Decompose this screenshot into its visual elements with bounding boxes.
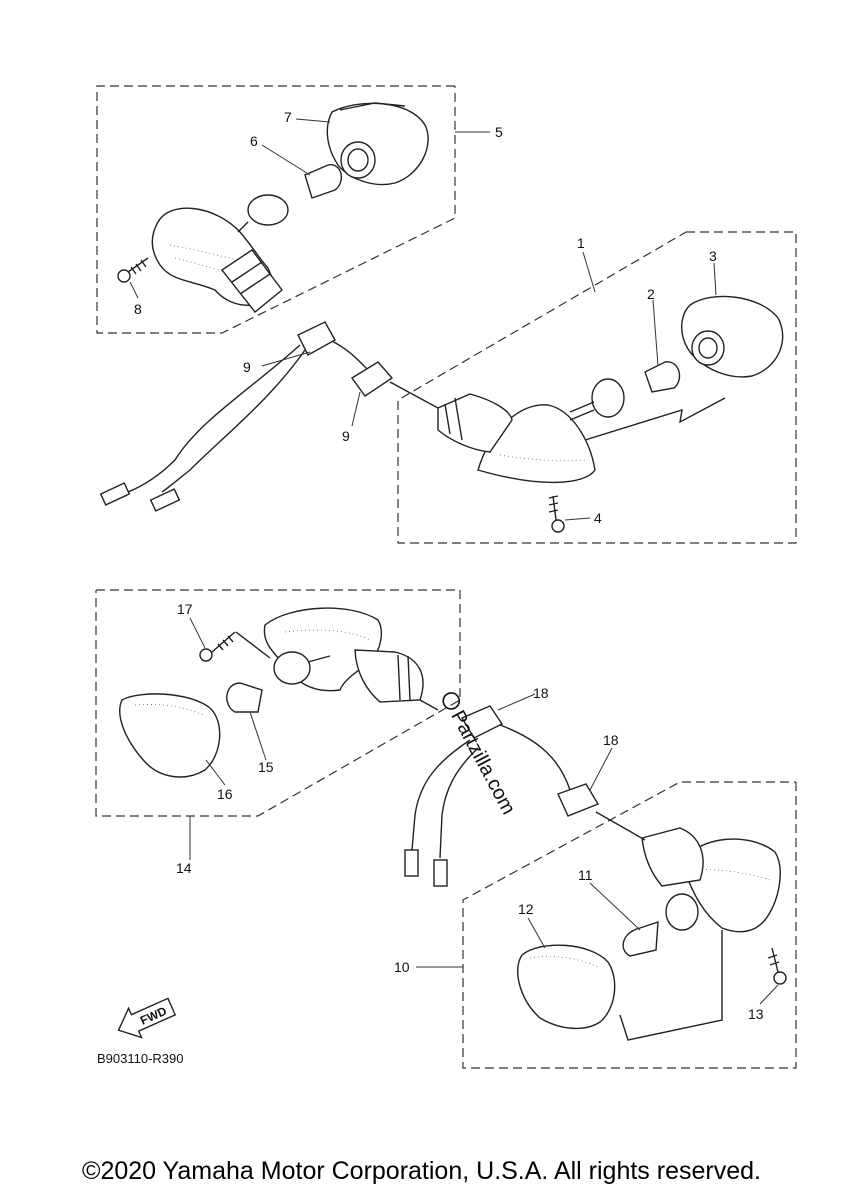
screw-8: [117, 257, 149, 283]
diagram-code: B903110-R390: [97, 1051, 184, 1066]
wiring-harness-upper: [99, 321, 439, 512]
callout-4: 4: [594, 510, 602, 526]
housing-body: [681, 838, 781, 933]
callout-14: 14: [176, 860, 192, 876]
coupler-9-upper: [297, 321, 336, 356]
coupler-18-upper: [460, 705, 504, 739]
connector-boot: [641, 827, 704, 887]
callout-2: 2: [647, 286, 655, 302]
callout-18-lower: 18: [603, 732, 619, 748]
assembly-5-boundary: [96, 85, 456, 334]
callout-11: 11: [578, 867, 593, 883]
leader-lines: [129, 118, 779, 1005]
screw-4: [548, 495, 565, 533]
callout-labels: 5 7 6 8 9 9 1 2 3 4 17 15 16 14 18 18 11…: [134, 109, 764, 1022]
callout-3: 3: [709, 248, 717, 264]
callout-12: 12: [518, 901, 534, 917]
bulb-socket: [591, 378, 625, 418]
callout-16: 16: [217, 786, 233, 802]
assembly-10-boundary: [462, 781, 797, 1069]
terminal-right: [433, 859, 448, 887]
bulb-socket: [665, 893, 699, 931]
bulb-15: [226, 682, 263, 713]
lens-16: [119, 693, 221, 778]
callout-15: 15: [258, 759, 274, 775]
coupler-9-lower: [350, 361, 394, 397]
screw-17: [199, 631, 236, 662]
connector-boot: [354, 649, 424, 703]
forward-direction-arrow: FWD: [117, 997, 177, 1039]
assembly-rear-right-flasher: [397, 231, 797, 544]
terminal-right: [149, 488, 181, 512]
assembly-14-boundary: [95, 589, 461, 817]
bulb-6: [304, 164, 343, 199]
callout-9-upper: 9: [243, 359, 251, 375]
callout-13: 13: [748, 1006, 764, 1022]
lens-12: [517, 944, 616, 1030]
partzilla-watermark: Partzilla.com: [442, 692, 519, 818]
screw-13: [767, 947, 787, 985]
assembly-rear-left-flasher: [96, 85, 456, 334]
terminal-left: [404, 849, 419, 877]
bulb-socket: [247, 194, 289, 226]
callout-6: 6: [250, 133, 258, 149]
assembly-1-boundary: [397, 231, 797, 544]
callout-5: 5: [495, 124, 503, 140]
coupler-18-lower: [557, 783, 600, 817]
bulb-11: [622, 921, 659, 957]
assembly-front-right-flasher: [462, 781, 797, 1069]
callout-1: 1: [577, 235, 585, 251]
copyright-notice: ©2020 Yamaha Motor Corporation, U.S.A. A…: [82, 1157, 761, 1185]
bulb-socket: [273, 651, 311, 685]
callout-18-upper: 18: [533, 685, 549, 701]
terminal-left: [99, 482, 131, 506]
callout-9-lower: 9: [342, 428, 350, 444]
callout-8: 8: [134, 301, 142, 317]
callout-10: 10: [394, 959, 410, 975]
wiring-harness-lower: [404, 699, 646, 887]
assembly-front-left-flasher: [95, 589, 461, 817]
bulb-2: [644, 361, 681, 393]
callout-17: 17: [177, 601, 193, 617]
callout-7: 7: [284, 109, 292, 125]
connector-boot: [220, 249, 283, 313]
lens-7: [326, 102, 429, 186]
